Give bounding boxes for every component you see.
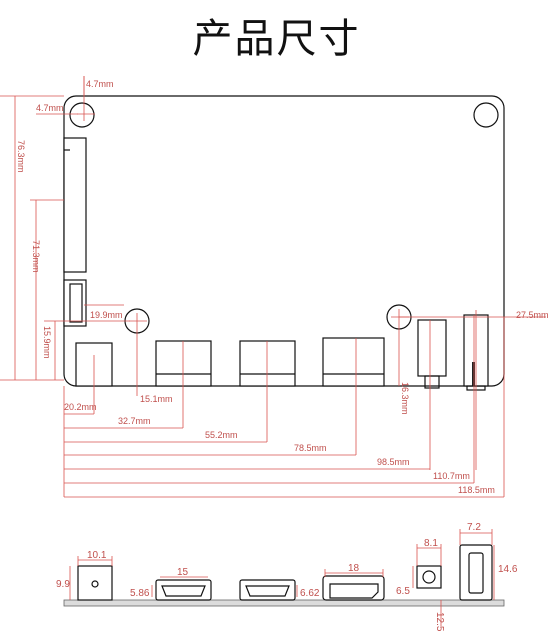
- mounting-hole-top-right: [473, 102, 499, 128]
- dim-78-5: 78.5mm: [294, 443, 327, 453]
- dim-hole-offset-x: 4.7mm: [36, 103, 64, 113]
- dim-height-inner: 71.3mm: [31, 240, 41, 273]
- side-hdmi-2: [239, 579, 296, 601]
- dim-98-5: 98.5mm: [377, 457, 410, 467]
- dim-dc-width: 10.1: [87, 550, 107, 561]
- dim-dc-height: 9.9: [56, 579, 70, 590]
- hdmi-port-2: [239, 340, 296, 387]
- dim-height-total: 76.3mm: [16, 140, 26, 173]
- dim-hdmi-width: 15: [177, 567, 189, 578]
- side-dc-jack: [77, 565, 113, 601]
- dim-15-1: 15.1mm: [140, 394, 173, 404]
- page-title: 产品尺寸: [192, 16, 361, 62]
- dim-hole-offset-y: 4.7mm: [86, 79, 114, 89]
- mounting-hole-top-left: [69, 102, 95, 128]
- top-view: 4.7mm 4.7mm 76.3mm 71.3mm 15.9mm 19.9mm …: [0, 76, 549, 498]
- dim-hdmi2-height: 6.62: [300, 588, 320, 599]
- side-usb: [459, 544, 493, 601]
- dim-55-2: 55.2mm: [205, 430, 238, 440]
- dim-board-offset: 12.5: [434, 612, 445, 632]
- dim-dp-width: 18: [348, 563, 360, 574]
- dim-20-2: 20.2mm: [64, 402, 97, 412]
- dim-usb-width: 7.2: [467, 522, 481, 533]
- dim-16-3: 16.3mm: [400, 382, 410, 415]
- left-switch: [63, 279, 87, 327]
- hdmi-port-1: [155, 340, 212, 387]
- dim-110-7: 110.7mm: [433, 471, 470, 481]
- side-view: 10.1 9.9 15 5.86 6.62 18 8.1 6.5 12.5: [56, 522, 518, 632]
- audio-jack: [417, 319, 447, 377]
- side-board: [63, 599, 505, 607]
- dim-usb-height: 14.6: [498, 564, 518, 575]
- dim-19-9: 19.9mm: [90, 310, 123, 320]
- dim-27-5: 27.5mm: [516, 310, 549, 320]
- dim-hdmi-height: 5.86: [130, 588, 150, 599]
- dim-audio-height: 6.5: [396, 586, 410, 597]
- dim-32-7: 32.7mm: [118, 416, 151, 426]
- dim-118-5: 118.5mm: [458, 485, 495, 495]
- dim-height-low: 15.9mm: [42, 326, 52, 359]
- dim-audio-width: 8.1: [424, 538, 438, 549]
- displayport: [322, 337, 385, 387]
- side-hdmi-1: [155, 579, 212, 601]
- side-displayport: [322, 575, 385, 601]
- left-slot-connector: [63, 137, 87, 273]
- side-audio-jack: [416, 565, 442, 589]
